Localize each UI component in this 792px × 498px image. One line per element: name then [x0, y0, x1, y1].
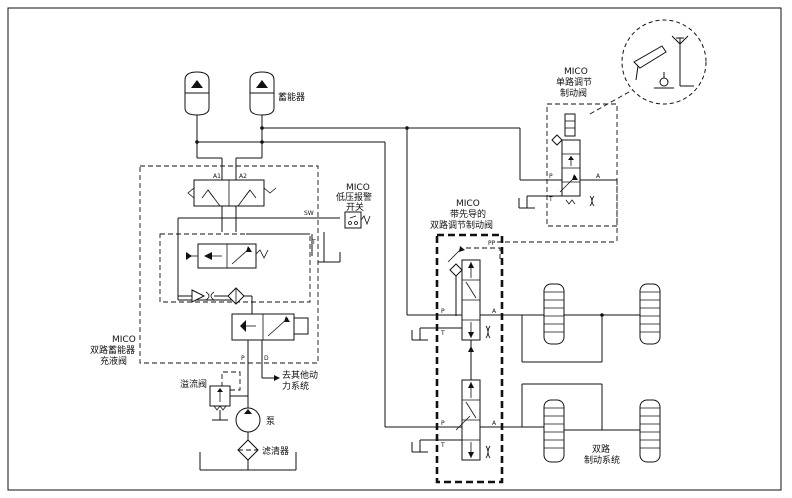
port-t-dual-bottom: T — [440, 442, 445, 449]
charging-check-block — [187, 179, 277, 232]
low-pressure-brand: MICO — [346, 183, 370, 193]
dual-valve-top-section — [461, 259, 491, 341]
filter — [237, 439, 259, 461]
relief-valve — [209, 371, 241, 411]
port-a-single: A — [596, 173, 601, 180]
dual-brake-label-1: 双路 — [592, 443, 610, 455]
wheel-front-left — [543, 283, 565, 345]
port-a-dual-top: A — [492, 308, 497, 315]
pedal-detail-circle — [589, 19, 707, 115]
port-sw: SW — [304, 210, 314, 217]
single-valve-name-2: 制动阀 — [560, 87, 587, 99]
single-valve-boundary — [546, 103, 618, 227]
accumulator-label: 蓄能器 — [278, 91, 305, 103]
port-d-charge: D — [264, 355, 269, 362]
port-p-charge: P — [241, 355, 245, 362]
low-pressure-switch — [344, 211, 371, 229]
port-a2: A2 — [239, 173, 247, 180]
accumulator-left — [184, 71, 210, 142]
port-a-dual-bottom: A — [492, 420, 497, 427]
low-pressure-name-1: 低压报警 — [336, 191, 372, 203]
port-t-charge: T — [311, 239, 316, 246]
orifice-check-line — [178, 287, 252, 305]
dual-valve-name-2: 双路调节制动阀 — [430, 219, 493, 231]
other-system-label-2: 力系统 — [282, 380, 309, 392]
relief-valve-label: 溢流阀 — [180, 378, 207, 390]
pump-label: 泵 — [266, 416, 275, 427]
port-p-dual-bottom: P — [441, 420, 445, 427]
port-a1: A1 — [213, 173, 221, 180]
wheel-front-right — [639, 283, 661, 345]
dual-brake-label-2: 制动系统 — [584, 454, 620, 466]
port-pp: PP — [488, 240, 496, 247]
charging-valve-brand: MICO — [112, 335, 136, 345]
charging-valve-boundary — [139, 165, 319, 364]
filter-label: 滤清器 — [262, 445, 289, 457]
port-p-single: P — [549, 173, 553, 180]
port-t-single: T — [548, 196, 553, 203]
charging-spool — [231, 313, 309, 341]
single-valve-brand: MICO — [564, 67, 588, 77]
diagram-frame — [7, 7, 782, 491]
dual-valve-name-1: 带先导的 — [450, 208, 486, 220]
charging-valve-name-2: 充液阀 — [100, 355, 127, 367]
dual-valve-bottom-section — [455, 379, 491, 461]
port-p-dual-top: P — [441, 308, 445, 315]
dual-valve-pilot — [447, 246, 501, 316]
wheel-rear-left — [543, 399, 565, 463]
low-pressure-name-2: 开关 — [346, 201, 364, 213]
wheel-rear-right — [639, 399, 661, 463]
dual-brake-valve-boundary — [435, 233, 504, 484]
port-t-dual-top: T — [440, 330, 445, 337]
dual-valve-brand: MICO — [456, 199, 480, 209]
single-valve-body — [551, 113, 595, 207]
pump — [235, 407, 261, 433]
unloading-valve — [186, 243, 269, 269]
single-valve-name-1: 单路调节 — [556, 76, 592, 88]
charging-valve-name-1: 双路蓄能器 — [90, 344, 135, 356]
other-system-label-1: 去其他动 — [282, 369, 318, 381]
accumulator-right — [249, 71, 275, 142]
